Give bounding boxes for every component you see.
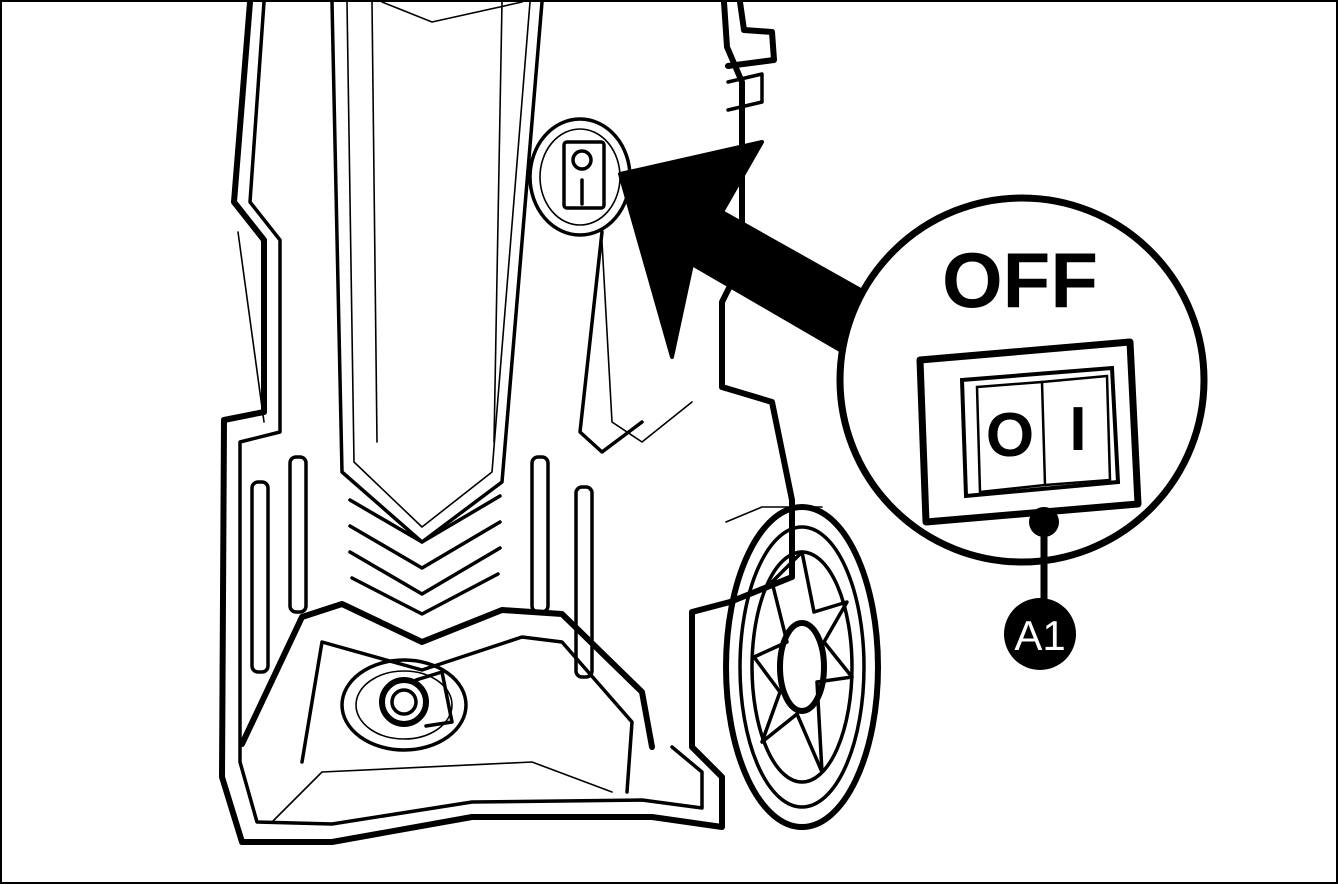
rocker-switch-icon: O I — [920, 342, 1138, 522]
switch-one-symbol: I — [1069, 395, 1086, 464]
pointer-arrow-icon — [620, 142, 882, 357]
marker-label: A1 — [1014, 612, 1065, 659]
body-switch-icon — [530, 119, 630, 235]
pressure-washer-body — [222, 2, 792, 842]
wheel — [726, 507, 878, 827]
switch-zero-symbol: O — [986, 401, 1034, 470]
off-state-label: OFF — [942, 236, 1098, 324]
switch-callout: OFF O I — [840, 198, 1204, 562]
water-outlet-icon — [342, 660, 466, 750]
